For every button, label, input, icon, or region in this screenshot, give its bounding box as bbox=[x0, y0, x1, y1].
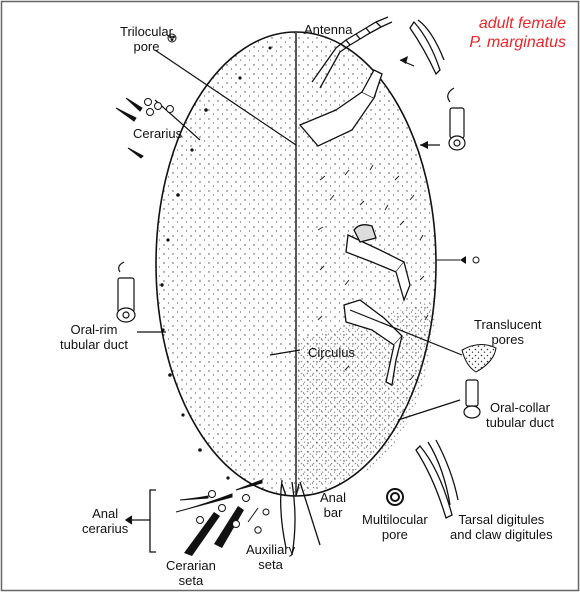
figure-title: adult female P. marginatus bbox=[469, 14, 566, 52]
small-pore-right bbox=[473, 257, 479, 263]
label-cerarius: Cerarius bbox=[133, 126, 182, 141]
label-anal-cerarius: Anal cerarius bbox=[82, 506, 128, 536]
label-trilocular-pore: Trilocular pore bbox=[120, 24, 173, 54]
label-auxiliary-seta: Auxiliary seta bbox=[246, 542, 295, 572]
title-line1: adult female bbox=[469, 14, 566, 33]
label-oral-collar-duct: Oral-collar tubular duct bbox=[486, 400, 554, 430]
oral-collar-duct-icon bbox=[464, 380, 480, 418]
label-tarsal-digitules: Tarsal digitules and claw digitules bbox=[450, 512, 553, 542]
label-oral-rim-duct: Oral-rim tubular duct bbox=[60, 322, 128, 352]
label-cerarian-seta: Cerarian seta bbox=[166, 558, 216, 588]
label-translucent-pores: Translucent pores bbox=[474, 317, 541, 347]
multilocular-pore-icon bbox=[387, 489, 403, 505]
label-anal-bar: Anal bar bbox=[320, 490, 346, 520]
label-multilocular-pore: Multilocular pore bbox=[362, 512, 428, 542]
title-line2: P. marginatus bbox=[469, 33, 566, 52]
label-antenna: Antenna bbox=[304, 22, 352, 37]
label-circulus: Circulus bbox=[308, 345, 355, 360]
